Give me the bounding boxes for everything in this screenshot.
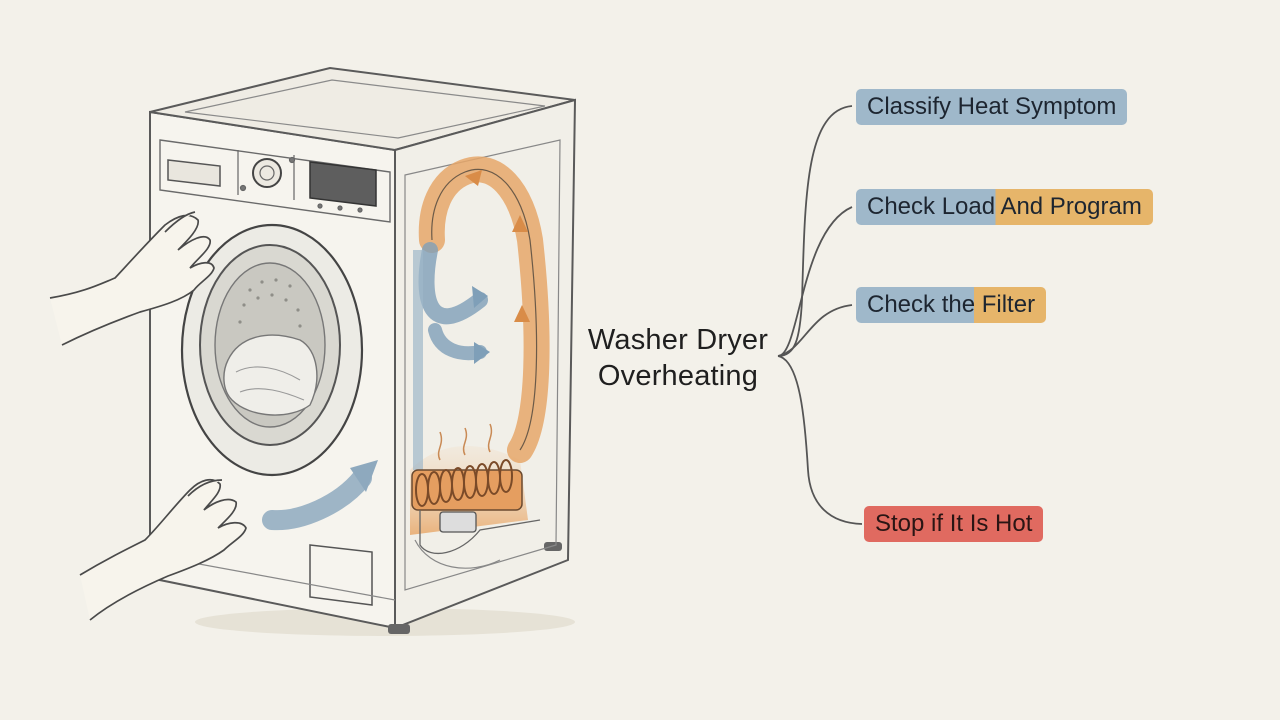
filter-hatch [309, 544, 373, 606]
central-topic: Washer Dryer Overheating [578, 322, 778, 394]
branch-label: Classify Heat Symptom [867, 93, 1117, 120]
central-topic-line-2: Overheating [597, 360, 759, 392]
heat-waves [437, 423, 493, 461]
branch-label-part-1: Check the [867, 291, 976, 318]
hot-air-arrows [465, 170, 530, 322]
branch-label-part-1: Check Load [867, 193, 996, 220]
branch-stop-if-it-is-hot: Stop if It Is Hot [864, 506, 1044, 542]
drum-holes [238, 278, 302, 328]
washer-foot [388, 624, 410, 634]
hand-lower [79, 478, 247, 621]
air-arrow-1 [472, 286, 488, 308]
branch-connectors [777, 105, 863, 525]
display-panel [309, 161, 377, 207]
intake-arrow [262, 468, 372, 531]
hand-upper [49, 211, 215, 346]
branch-label-part-2: Filter [975, 291, 1036, 318]
panel-buttons [237, 150, 363, 213]
heater-coil [411, 459, 523, 511]
cool-air-flow [418, 242, 488, 325]
branch-label: Stop if It Is Hot [875, 510, 1033, 537]
central-topic-line-1: Washer Dryer [587, 324, 769, 356]
wiring [419, 510, 541, 554]
branch-check-the-filter: Check the Filter [856, 287, 1047, 323]
air-arrow-2 [474, 342, 490, 364]
washer-top-inset [184, 79, 546, 139]
laundry [223, 334, 318, 416]
thermostat [439, 511, 477, 533]
detergent-drawer [167, 159, 221, 187]
branch-check-load-and-program: Check Load And Program [856, 189, 1153, 225]
control-panel [159, 139, 391, 223]
branch-label-part-2: And Program [995, 193, 1142, 220]
dial-knob [252, 158, 282, 188]
branch-classify-heat-symptom: Classify Heat Symptom [856, 89, 1128, 125]
